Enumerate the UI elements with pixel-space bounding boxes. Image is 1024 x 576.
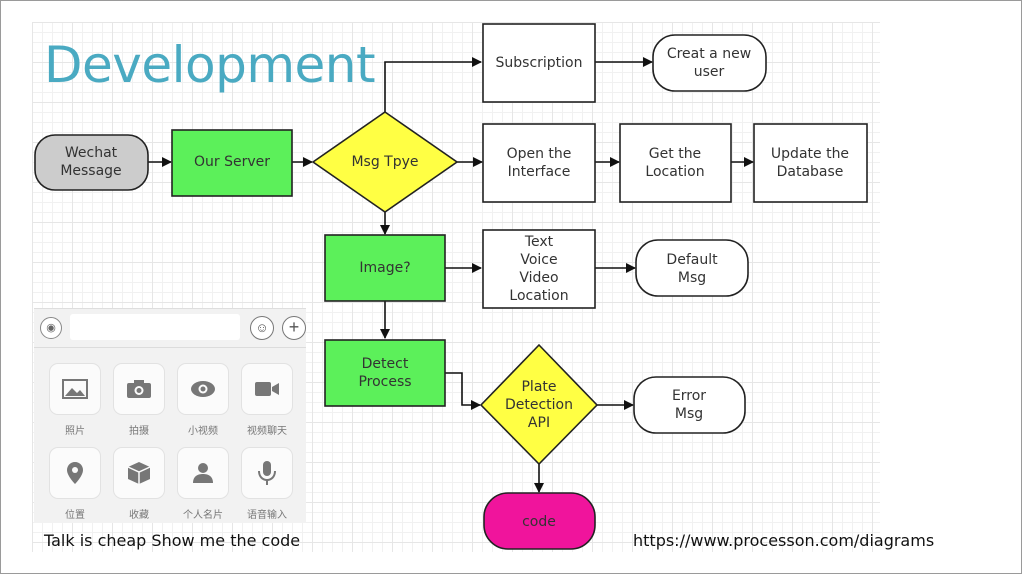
label-line: Voice [520, 252, 557, 268]
label-subscription: Subscription [496, 55, 583, 71]
emoji-icon[interactable]: ☺ [250, 316, 274, 340]
camera-icon [113, 363, 165, 415]
label-line: Msg [678, 270, 706, 286]
arrow-msgtype-subscription [384, 57, 482, 112]
node-open-interface [482, 123, 596, 203]
wechat-item-label: 收藏 [129, 510, 149, 521]
wechat-item-video-call[interactable]: 视频聊天 [234, 363, 300, 437]
label-create-user: Creat a new user [667, 46, 751, 80]
label-line: Plate [521, 379, 556, 395]
label-line: Image? [359, 260, 410, 276]
label-line: Wechat [65, 145, 118, 161]
label-msg-type: Msg Tpye [351, 154, 418, 170]
node-subscription [482, 23, 596, 103]
label-line: Process [358, 374, 411, 390]
label-line: Open the [507, 146, 572, 162]
voice-toggle-icon[interactable]: ◉ [40, 317, 62, 339]
label-line: API [528, 415, 550, 431]
wechat-input-bar: ◉ ☺ + [34, 309, 306, 347]
footer-tagline: Talk is cheap Show me the code [44, 531, 301, 550]
node-default-msg [635, 239, 749, 297]
label-line: Video [519, 270, 558, 286]
wechat-item-camera[interactable]: 拍摄 [106, 363, 172, 437]
label-line: Default [666, 252, 718, 268]
node-code [483, 492, 596, 550]
label-line: Subscription [496, 55, 583, 71]
node-text-voice [482, 229, 596, 309]
wechat-item-location[interactable]: 位置 [42, 447, 108, 521]
node-msg-type [311, 111, 459, 213]
slide-title: Development [44, 36, 376, 94]
label-our-server: Our Server [194, 154, 270, 170]
label-line: Detect [362, 356, 409, 372]
wechat-attachment-panel: ◉ ☺ + 照片 拍摄 小视频 视频聊天 位置 [34, 308, 306, 523]
input-divider [34, 347, 306, 348]
label-line: Location [509, 288, 568, 304]
label-image-check: Image? [359, 260, 410, 276]
label-line: Msg [675, 406, 703, 422]
location-pin-icon [49, 447, 101, 499]
wechat-item-short-video[interactable]: 小视频 [170, 363, 236, 437]
node-get-location [619, 123, 732, 203]
photo-icon [49, 363, 101, 415]
label-line: Update the [771, 146, 849, 162]
wechat-item-label: 位置 [65, 510, 85, 521]
wechat-item-voice-input[interactable]: 语音输入 [234, 447, 300, 521]
node-create-user [652, 34, 767, 92]
wechat-item-favorites[interactable]: 收藏 [106, 447, 172, 521]
label-line: Creat a new [667, 46, 751, 62]
label-line: Error [672, 388, 706, 404]
node-image-check [324, 234, 446, 302]
label-line: Our Server [194, 154, 270, 170]
arrow-detect-plate [445, 372, 481, 410]
cube-icon [113, 447, 165, 499]
label-line: Interface [508, 164, 571, 180]
message-input[interactable] [70, 314, 240, 340]
node-wechat-message [34, 134, 149, 191]
wechat-item-label: 小视频 [188, 426, 218, 437]
label-line: Text [524, 234, 554, 250]
label-line: user [694, 64, 725, 80]
wechat-item-label: 个人名片 [183, 510, 223, 521]
node-error-msg [633, 376, 746, 434]
node-detect-process [324, 339, 446, 407]
video-call-icon [241, 363, 293, 415]
person-icon [177, 447, 229, 499]
node-plate-detection [479, 343, 599, 466]
label-line: Database [777, 164, 844, 180]
label-line: code [522, 514, 556, 530]
wechat-item-label: 视频聊天 [247, 426, 287, 437]
wechat-item-label: 照片 [65, 426, 85, 437]
wechat-item-label: 拍摄 [129, 426, 149, 437]
footer-url: https://www.processon.com/diagrams [633, 531, 935, 550]
connectors [148, 57, 754, 493]
microphone-icon [241, 447, 293, 499]
plus-icon[interactable]: + [282, 316, 306, 340]
node-update-database [753, 123, 868, 203]
label-line: Detection [505, 397, 573, 413]
label-line: Location [645, 164, 704, 180]
node-our-server [171, 129, 293, 197]
eye-icon [177, 363, 229, 415]
wechat-item-label: 语音输入 [247, 510, 287, 521]
wechat-item-photo[interactable]: 照片 [42, 363, 108, 437]
label-line: Get the [649, 146, 701, 162]
wechat-item-contact-card[interactable]: 个人名片 [170, 447, 236, 521]
label-code: code [522, 514, 556, 530]
label-line: Msg Tpye [351, 154, 418, 170]
label-line: Message [60, 163, 121, 179]
